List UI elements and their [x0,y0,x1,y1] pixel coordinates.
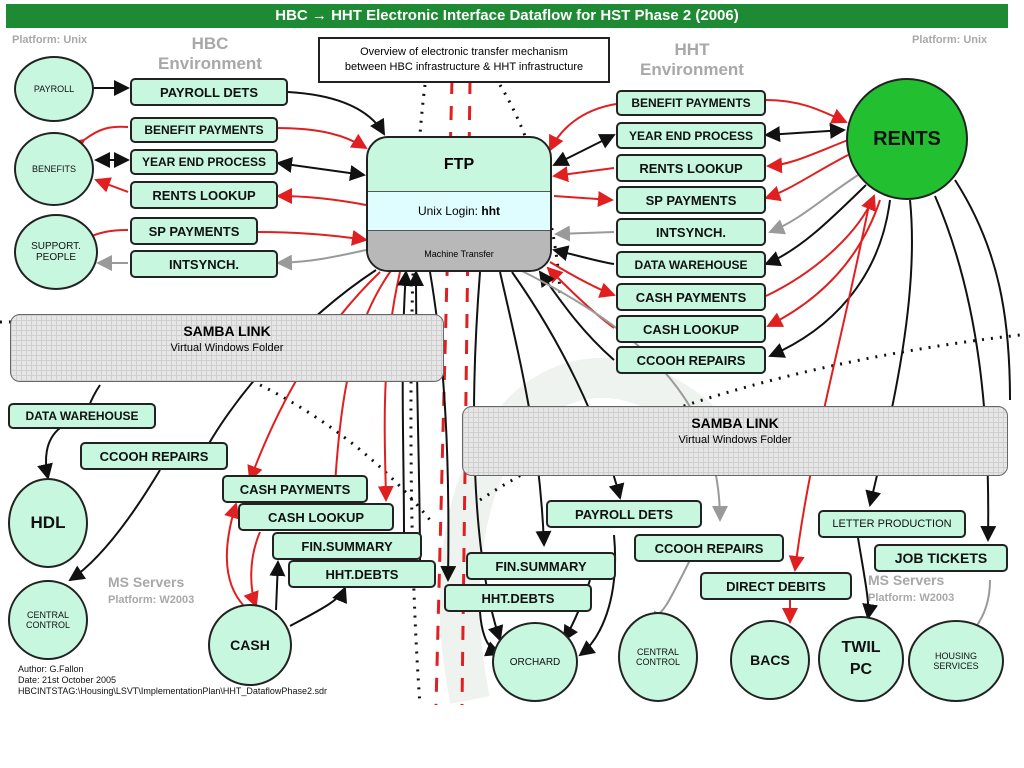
hht-rents-lookup-box: RENTS LOOKUP [616,154,766,182]
hdl-node: HDL [8,478,88,568]
ftp-machine-transfer: Machine Transfer [368,231,550,270]
ms-servers-left-label: MS Servers [108,574,185,590]
ftp-server-node: FTP Unix Login: hht Machine Transfer [366,136,552,272]
lower-left-hht-debts-box: HHT.DEBTS [288,560,436,588]
cash-node: CASH [208,604,292,686]
payroll-node: PAYROLL [14,56,94,122]
left-central-control-node: CENTRAL CONTROL [8,580,88,660]
hht-intsynch-box: INTSYNCH. [616,218,766,246]
samba-link-right-title: SAMBA LINK [691,415,779,431]
hht-benefit-payments-box: BENEFIT PAYMENTS [616,90,766,116]
overview-note: Overview of electronic transfer mechanis… [318,37,610,83]
samba-link-right: SAMBA LINK Virtual Windows Folder [462,406,1008,476]
ftp-title: FTP [368,138,550,192]
hht-data-warehouse-box: DATA WAREHOUSE [616,251,766,278]
document-footer: Author: G.Fallon Date: 21st October 2005… [18,664,327,697]
overview-note-line1: Overview of electronic transfer mechanis… [360,46,568,58]
hht-cash-lookup-box: CASH LOOKUP [616,315,766,343]
hht-environment-label: HHT Environment [640,40,744,79]
footer-date: Date: 21st October 2005 [18,675,117,685]
samba-link-right-subtitle: Virtual Windows Folder [678,434,792,446]
bacs-node: BACS [730,620,810,700]
hbc-environment-label: HBC Environment [158,34,262,73]
lower-left-cash-payments-box: CASH PAYMENTS [222,475,368,503]
hbc-intsynch-box: INTSYNCH. [130,250,278,278]
lower-left-cash-lookup-box: CASH LOOKUP [238,503,394,531]
direct-debits-box: DIRECT DEBITS [700,572,852,600]
page-title: HBC → HHT Electronic Interface Dataflow … [6,4,1008,28]
hht-ccooh-repairs-box: CCOOH REPAIRS [616,346,766,374]
ftp-login: Unix Login: hht [368,192,550,231]
footer-author: Author: G.Fallon [18,664,84,674]
job-tickets-box: JOB TICKETS [874,544,1008,572]
hht-cash-payments-box: CASH PAYMENTS [616,283,766,311]
orchard-node: ORCHARD [492,622,578,702]
samba-link-left-subtitle: Virtual Windows Folder [170,342,284,354]
central-control-node: CENTRAL CONTROL [618,612,698,702]
lower-mid-hht-debts-box: HHT.DEBTS [444,584,592,612]
lower-data-warehouse-box: DATA WAREHOUSE [8,403,156,429]
platform-unix-right-label: Platform: Unix [912,34,988,46]
rents-node: RENTS [846,78,968,200]
hbc-sp-payments-box: SP PAYMENTS [130,217,258,245]
ms-servers-right-label: MS Servers [868,572,945,588]
lower-payroll-dets-box: PAYROLL DETS [546,500,702,528]
samba-link-left-title: SAMBA LINK [183,323,271,339]
hbc-payroll-dets-box: PAYROLL DETS [130,78,288,106]
hbc-benefit-payments-box: BENEFIT PAYMENTS [130,117,278,143]
benefits-node: BENEFITS [14,132,94,206]
footer-path: HBCINTSTAG:\Housing\LSVT\ImplementationP… [18,686,327,696]
twil-pc-node: TWIL PC [818,616,904,702]
lower-left-ccooh-repairs-box: CCOOH REPAIRS [80,442,228,470]
housing-services-node: HOUSING SERVICES [908,620,1004,702]
platform-w2003-left-label: Platform: W2003 [108,594,195,606]
hht-year-end-process-box: YEAR END PROCESS [616,122,766,149]
lower-mid-ccooh-repairs-box: CCOOH REPAIRS [634,534,784,562]
ftp-login-prefix: Unix Login: [417,204,479,218]
hbc-year-end-process-box: YEAR END PROCESS [130,149,278,175]
lower-mid-fin-summary-box: FIN.SUMMARY [466,552,616,580]
lower-left-fin-summary-box: FIN.SUMMARY [272,532,422,560]
overview-note-line2: between HBC infrastructure & HHT infrast… [344,61,584,73]
support-people-node: SUPPORT. PEOPLE [14,214,98,290]
platform-unix-left-label: Platform: Unix [12,34,88,46]
samba-link-left: SAMBA LINK Virtual Windows Folder [10,314,444,382]
ftp-login-user: hht [481,204,501,218]
platform-w2003-right-label: Platform: W2003 [868,592,955,604]
letter-production-box: LETTER PRODUCTION [818,510,966,538]
hbc-rents-lookup-box: RENTS LOOKUP [130,181,278,209]
hht-sp-payments-box: SP PAYMENTS [616,186,766,214]
